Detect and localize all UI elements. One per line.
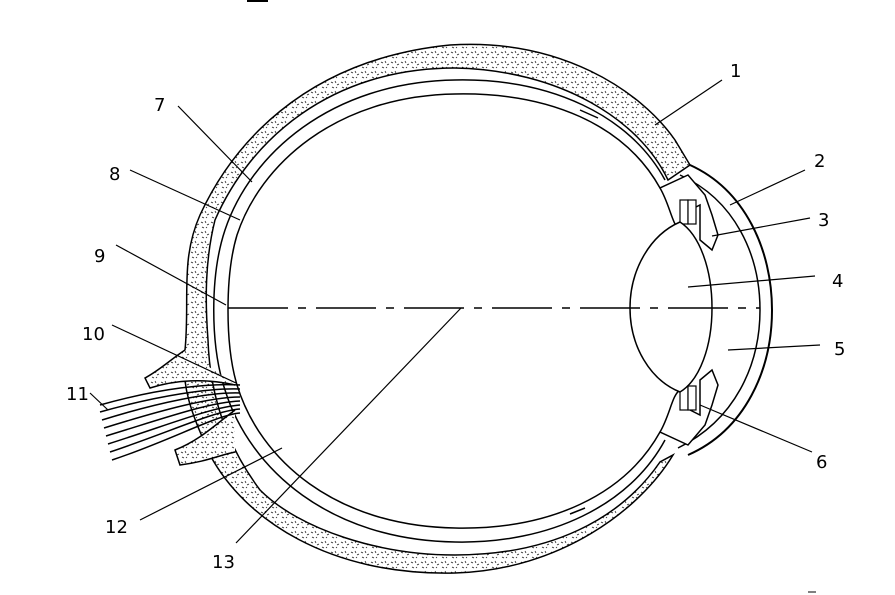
label-9: 9 <box>94 246 105 267</box>
optic-nerve-sheath-bottom <box>174 409 236 466</box>
cornea-inner <box>677 174 761 449</box>
optic-nerve-sheath-top <box>144 349 236 389</box>
label-10: 10 <box>82 324 105 345</box>
label-13: 13 <box>212 552 235 573</box>
lens <box>629 221 713 393</box>
label-2: 2 <box>814 151 825 172</box>
label-5: 5 <box>834 339 845 360</box>
sclera <box>183 43 692 574</box>
leader-lines <box>89 79 821 544</box>
label-7: 7 <box>154 95 165 116</box>
ciliary-body <box>658 174 719 446</box>
label-12: 12 <box>105 517 128 538</box>
label-4: 4 <box>832 271 843 292</box>
choroid <box>213 79 666 543</box>
label-8: 8 <box>109 164 120 185</box>
ora-serrata-bottom <box>569 507 586 515</box>
label-1: 1 <box>730 61 741 82</box>
optic-nerve-fibres <box>99 383 241 461</box>
label-6: 6 <box>816 452 827 473</box>
retina <box>227 93 661 529</box>
label-11: 11 <box>66 384 89 405</box>
ora-serrata-top <box>579 109 599 119</box>
cornea <box>687 164 774 456</box>
label-3: 3 <box>818 210 829 231</box>
